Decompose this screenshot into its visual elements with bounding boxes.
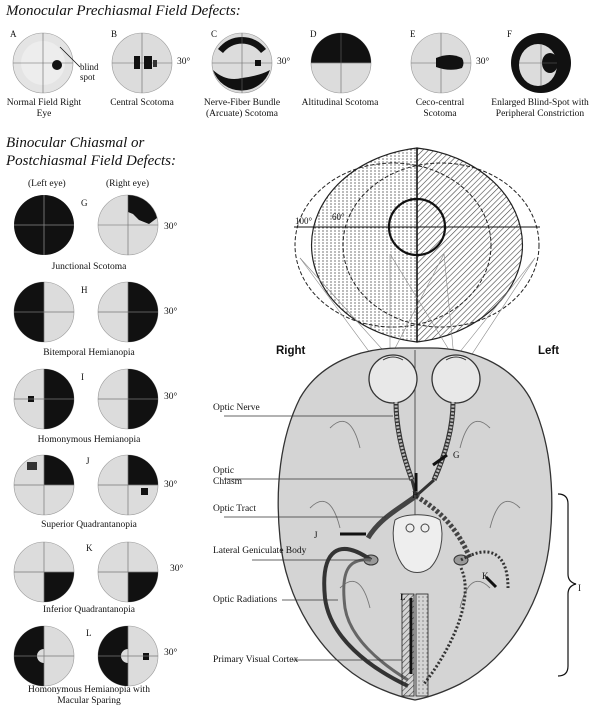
row-l-letter: L	[86, 628, 92, 638]
blind-spot-label: blind spot	[80, 62, 110, 82]
panel-e-degree: 30°	[476, 57, 489, 67]
binocular-title-line2: Postchiasmal Field Defects:	[6, 153, 176, 170]
left-eye-label: (Left eye)	[28, 179, 66, 189]
visual-field-f	[510, 32, 572, 94]
label-optic-tract: Optic Tract	[213, 504, 263, 515]
lesion-i-label: I	[578, 583, 581, 593]
row-k-degree: 30°	[170, 564, 183, 574]
row-g-degree: 30°	[164, 222, 177, 232]
left-eyeball	[432, 355, 480, 403]
row-i-degree: 30°	[164, 392, 177, 402]
visual-pathway-diagram	[190, 128, 590, 706]
label-lgb: Lateral Geniculate Body	[213, 546, 313, 557]
row-l-degree: 30°	[164, 648, 177, 658]
row-k-letter: K	[86, 543, 93, 553]
visual-field-i-left	[13, 368, 75, 430]
visual-field-j-left	[13, 454, 75, 516]
row-i-caption: Homonymous Hemianopia	[26, 435, 152, 446]
lesion-j-label: J	[314, 530, 318, 540]
visual-field-g-right	[97, 194, 159, 256]
degree-60: 60°	[332, 212, 345, 222]
visual-field-g-left	[13, 194, 75, 256]
row-j-caption: Superior Quadrantanopia	[26, 520, 152, 531]
lesion-h-label: H	[412, 490, 419, 500]
right-eyeball	[369, 355, 417, 403]
visual-field-k-left	[13, 541, 75, 603]
binocular-title-line1: Binocular Chiasmal or	[6, 135, 144, 152]
label-optic-radiations: Optic Radiations	[213, 595, 313, 606]
visual-field-l-right	[97, 625, 159, 687]
brain-right-label: Right	[276, 345, 305, 357]
label-visual-cortex: Primary Visual Cortex	[213, 655, 323, 666]
row-g-caption: Junctional Scotoma	[34, 262, 144, 273]
row-k-caption: Inferior Quadrantanopia	[26, 605, 152, 616]
panel-b-caption: Central Scotoma	[102, 98, 182, 109]
visual-field-d	[310, 32, 372, 94]
visual-field-h-right	[97, 281, 159, 343]
lesion-g-label: G	[453, 450, 460, 460]
panel-c-caption: Nerve-Fiber Bundle (Arcuate) Scotoma	[200, 98, 284, 120]
label-optic-nerve: Optic Nerve	[213, 403, 263, 414]
row-l-caption: Homonymous Hemianopia with Macular Spari…	[26, 685, 152, 707]
panel-c-degree: 30°	[277, 57, 290, 67]
visual-field-h-left	[13, 281, 75, 343]
panel-f-caption: Enlarged Blind-Spot with Peripheral Cons…	[488, 98, 592, 120]
row-g-letter: G	[81, 198, 88, 208]
panel-d-caption: Altitudinal Scotoma	[300, 98, 380, 109]
visual-field-i-right	[97, 368, 159, 430]
row-h-caption: Bitemporal Hemianopia	[26, 348, 152, 359]
lesion-l-label: L	[400, 592, 406, 602]
degree-100: 100°	[295, 216, 312, 226]
row-h-degree: 30°	[164, 307, 177, 317]
row-j-degree: 30°	[164, 480, 177, 490]
row-h-letter: H	[81, 285, 88, 295]
panel-b-degree: 30°	[177, 57, 190, 67]
visual-field-j-right	[97, 454, 159, 516]
label-optic-chiasm: Optic Chiasm	[213, 466, 263, 488]
row-j-letter: J	[86, 456, 90, 466]
lesion-k-label: K	[482, 571, 489, 581]
visual-field-c	[211, 32, 273, 94]
panel-a-caption: Normal Field Right Eye	[4, 98, 84, 120]
panel-e-caption: Ceco-central Scotoma	[402, 98, 478, 120]
right-eye-label: (Right eye)	[106, 179, 149, 189]
brain-left-label: Left	[538, 345, 559, 357]
row-i-letter: I	[81, 372, 84, 382]
monocular-title: Monocular Prechiasmal Field Defects:	[6, 3, 241, 20]
binocular-visual-field	[294, 148, 540, 342]
visual-field-k-right	[97, 541, 159, 603]
visual-field-l-left	[13, 625, 75, 687]
visual-field-e	[410, 32, 472, 94]
visual-field-b	[111, 32, 173, 94]
